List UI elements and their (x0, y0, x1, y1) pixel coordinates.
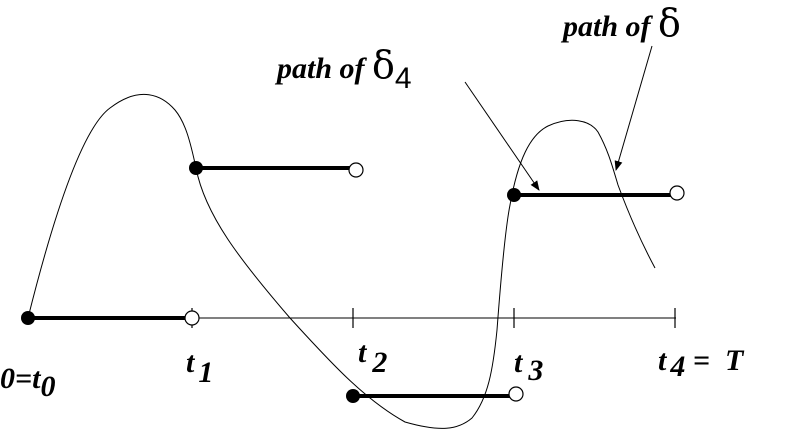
path-of-delta-curve (27, 93, 656, 429)
arrow-delta4 (464, 81, 540, 191)
arrow-delta (614, 45, 653, 171)
tick-label-t0: 0=t0 (0, 362, 55, 403)
open-point-t3 (508, 386, 524, 402)
closed-point-t1 (189, 161, 203, 175)
open-point-t4 (669, 185, 685, 201)
open-point-t1 (184, 310, 200, 326)
closed-point-t3 (507, 188, 521, 202)
label-path-of-delta: path of δ (560, 1, 681, 45)
label-path-of-delta4: path of δ4 (274, 43, 412, 95)
open-point-t2 (348, 162, 364, 178)
closed-point-t0 (21, 311, 35, 325)
closed-point-t2 (346, 389, 360, 403)
